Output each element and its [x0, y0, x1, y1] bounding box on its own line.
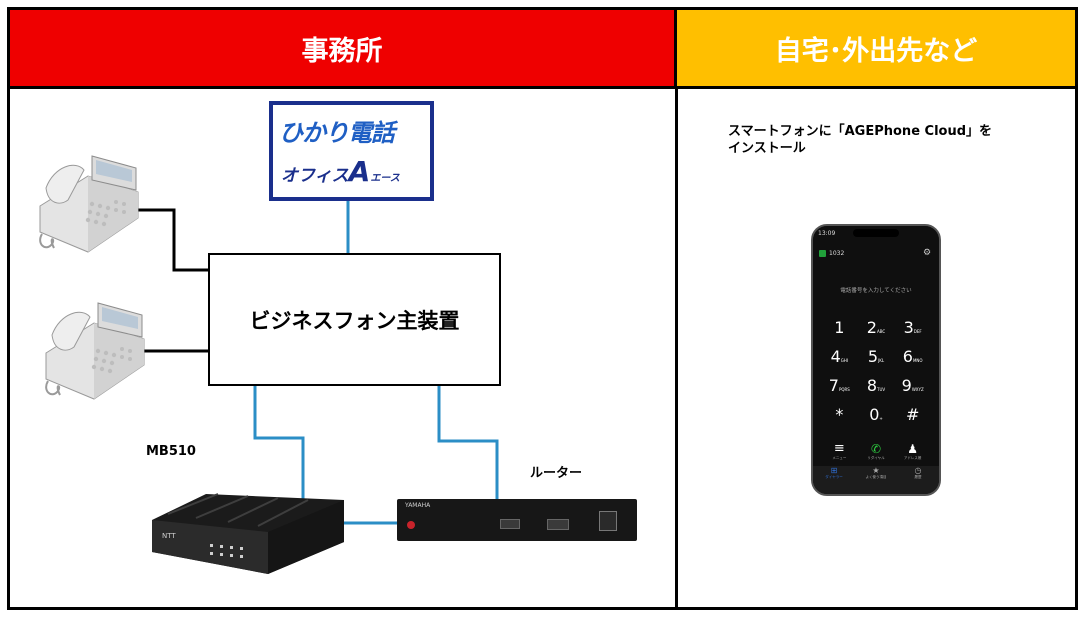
usb-port-icon — [500, 519, 520, 529]
desk-phone-2-icon — [45, 302, 145, 400]
router-brand: YAMAHA — [405, 502, 431, 509]
phone-notch — [853, 229, 899, 237]
tab-bar: ⊞ ダイヤラー ★ よく使う項目 ◷ 履歴 — [813, 466, 939, 494]
power-switch-icon — [599, 511, 617, 531]
connection-lines — [138, 201, 499, 525]
phone-call-icon: ✆ — [870, 442, 882, 456]
tab-dialer-label: ダイヤラー — [825, 475, 843, 479]
key-0[interactable]: 0+ — [869, 405, 883, 424]
phone-extension: 1032 — [829, 250, 845, 257]
dial-keypad: 1 2ABC 3DEF 4GHI 5JKL 6MNO 7PQRS 8TUV 9W… — [821, 318, 931, 424]
redial-label: リダイヤル — [867, 456, 885, 460]
star-icon: ★ — [872, 466, 880, 475]
remote-note-line2: インストール — [728, 141, 806, 156]
console-port-icon — [547, 519, 569, 530]
router-label: ルーター — [530, 466, 583, 481]
dialpad-icon: ⊞ — [830, 466, 838, 475]
menu-icon: ≡ — [833, 441, 845, 456]
pbx-label: ビジネスフォン主装置 — [249, 308, 460, 333]
svg-text:NTT: NTT — [162, 532, 176, 540]
settings-gear-icon[interactable]: ⚙ — [923, 248, 932, 258]
header-divider — [10, 86, 1075, 89]
power-led-icon — [407, 521, 415, 529]
contacts-label: アドレス帳 — [903, 456, 922, 460]
dial-input-prompt[interactable]: 電話番号を入力してください — [840, 288, 912, 294]
menu-button[interactable]: ≡ メニュー — [821, 442, 858, 461]
remote-header: 自宅･外出先など — [677, 10, 1075, 86]
key-5[interactable]: 5JKL — [867, 347, 885, 366]
key-7[interactable]: 7PQRS — [828, 376, 850, 395]
mb510-device-icon: NTT — [152, 493, 344, 574]
person-icon: ♟ — [907, 442, 919, 456]
tab-dialer[interactable]: ⊞ ダイヤラー — [813, 466, 855, 494]
key-2[interactable]: 2ABC — [866, 318, 886, 337]
contacts-button[interactable]: ♟ アドレス帳 — [894, 442, 931, 461]
hikari-denwa-office-a-logo: ひかり電話 オフィスAエース — [269, 101, 434, 201]
logo-line2: オフィスAエース — [281, 155, 400, 188]
tab-history[interactable]: ◷ 履歴 — [897, 466, 939, 494]
key-4[interactable]: 4GHI — [830, 347, 849, 366]
action-row: ≡ メニュー ✆ リダイヤル ♟ アドレス帳 — [821, 442, 931, 461]
menu-label: メニュー — [832, 456, 847, 460]
logo-line1: ひかり電話 — [279, 119, 395, 147]
key-9[interactable]: 9WXYZ — [901, 376, 924, 395]
mb510-label: MB510 — [146, 444, 196, 459]
redial-button[interactable]: ✆ リダイヤル — [858, 442, 895, 461]
key-hash[interactable]: # — [905, 405, 920, 424]
diagram-frame: 事務所 自宅･外出先など ひかり電話 オフィスAエース ビジネスフォン主装置 — [7, 7, 1078, 610]
key-star[interactable]: * — [835, 405, 844, 424]
logo-line2-big: A — [348, 155, 371, 188]
column-divider — [675, 86, 678, 607]
remote-note: スマートフォンに「AGEPhone Cloud」を インストール — [728, 123, 992, 157]
line-pbx-router — [437, 386, 499, 505]
pbx-main-unit: ビジネスフォン主装置 — [208, 253, 501, 386]
key-6[interactable]: 6MNO — [902, 347, 923, 366]
tab-favorites[interactable]: ★ よく使う項目 — [855, 466, 897, 494]
tab-history-label: 履歴 — [914, 475, 922, 479]
key-3[interactable]: 3DEF — [903, 318, 922, 337]
remote-note-line1: スマートフォンに「AGEPhone Cloud」を — [728, 124, 993, 139]
logo-line2-text: オフィス — [281, 166, 349, 186]
phone-time: 13:09 — [818, 230, 836, 237]
office-header: 事務所 — [10, 10, 677, 86]
router-device-icon: YAMAHA — [397, 499, 637, 541]
line-pbx-mb510 — [253, 386, 305, 505]
line-phone1-pbx — [138, 208, 208, 272]
smartphone-agephone-cloud: 13:09 1032 ⚙ 電話番号を入力してください 1 2ABC 3DEF 4… — [811, 224, 941, 496]
clock-icon: ◷ — [914, 466, 922, 475]
status-icon — [819, 250, 826, 257]
logo-line2-small: エース — [370, 173, 400, 184]
key-1[interactable]: 1 — [834, 318, 845, 337]
tab-favorites-label: よく使う項目 — [865, 475, 887, 479]
key-8[interactable]: 8TUV — [866, 376, 886, 395]
desk-phone-1-icon — [39, 155, 139, 253]
